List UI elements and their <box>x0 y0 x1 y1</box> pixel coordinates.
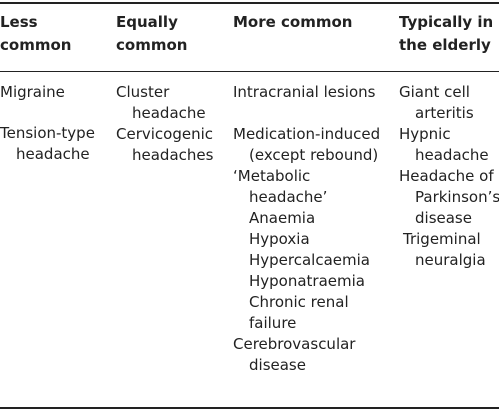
cell-parkinsons-cont2: disease <box>415 209 472 227</box>
cell-hypoxia: Hypoxia <box>249 230 310 248</box>
cell-trigeminal: Trigeminal <box>403 230 481 248</box>
cell-giant-cell-cont: arteritis <box>415 104 474 122</box>
header-rule <box>0 71 499 72</box>
cell-hypnic-cont: headache <box>415 146 489 164</box>
cell-intracranial: Intracranial lesions <box>233 83 376 101</box>
cell-cerebrovascular-cont: disease <box>249 356 306 374</box>
cell-chronic-renal: Chronic renal <box>249 293 349 311</box>
cell-metabolic: ‘Metabolic <box>233 167 311 185</box>
cell-cluster-cont: headache <box>132 104 206 122</box>
cell-trigeminal-cont: neuralgia <box>415 251 486 269</box>
cell-cervicogenic-cont: headaches <box>132 146 214 164</box>
cell-tension-type: Tension-type <box>0 124 95 142</box>
cell-hypercalcaemia: Hypercalcaemia <box>249 251 370 269</box>
cell-cervicogenic: Cervicogenic <box>116 125 214 143</box>
cell-hyponatraemia: Hyponatraemia <box>249 272 365 290</box>
cell-migraine: Migraine <box>0 83 65 101</box>
cell-anaemia: Anaemia <box>249 209 316 227</box>
cell-parkinsons: Headache of <box>399 167 494 185</box>
cell-hypnic: Hypnic <box>399 125 451 143</box>
column-less-common: Migraine Tension-type headache <box>0 82 95 165</box>
cell-giant-cell: Giant cell <box>399 83 470 101</box>
column-equally-common: Cluster headache Cervicogenic headaches <box>116 82 213 166</box>
table-bottom-rule <box>0 407 499 409</box>
cell-medication-cont: (except rebound) <box>249 146 379 164</box>
column-more-common: Intracranial lesions Medication-induced … <box>233 82 380 376</box>
cell-tension-type-cont: headache <box>16 145 90 163</box>
column-elderly: Giant cell arteritis Hypnic headache Hea… <box>399 82 499 271</box>
cell-medication: Medication-induced <box>233 125 381 143</box>
cell-chronic-renal-cont: failure <box>249 314 297 332</box>
cell-cerebrovascular: Cerebrovascular <box>233 335 356 353</box>
cell-parkinsons-cont: Parkinson’s <box>415 188 499 206</box>
table-top-rule <box>0 2 499 4</box>
cell-cluster: Cluster <box>116 83 170 101</box>
header-more-common: More common <box>233 13 353 31</box>
cell-metabolic-cont: headache’ <box>249 188 328 206</box>
